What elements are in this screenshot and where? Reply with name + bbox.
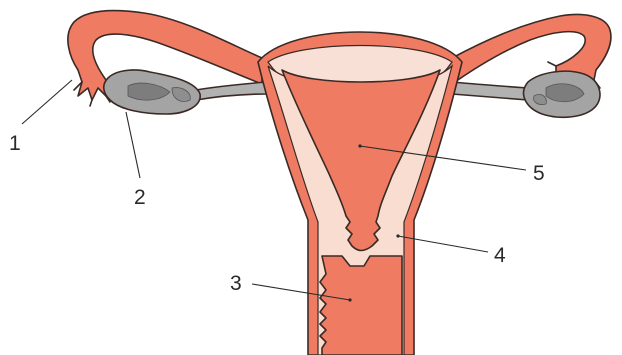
leader-line-1 (22, 80, 72, 124)
left-ovarian-ligament (196, 82, 268, 100)
right-fallopian-tube (452, 15, 611, 84)
right-ovarian-ligament (452, 82, 528, 100)
label-1: 1 (9, 132, 21, 155)
label-5: 5 (533, 162, 545, 185)
pointer-dot-4 (396, 234, 399, 237)
pointer-dot-5 (358, 144, 361, 147)
leader-line-2 (126, 112, 140, 178)
pointer-dot-3 (348, 298, 351, 301)
label-3: 3 (230, 272, 242, 295)
label-2: 2 (134, 186, 146, 209)
label-4: 4 (494, 244, 506, 267)
cervical-canal (320, 256, 402, 355)
